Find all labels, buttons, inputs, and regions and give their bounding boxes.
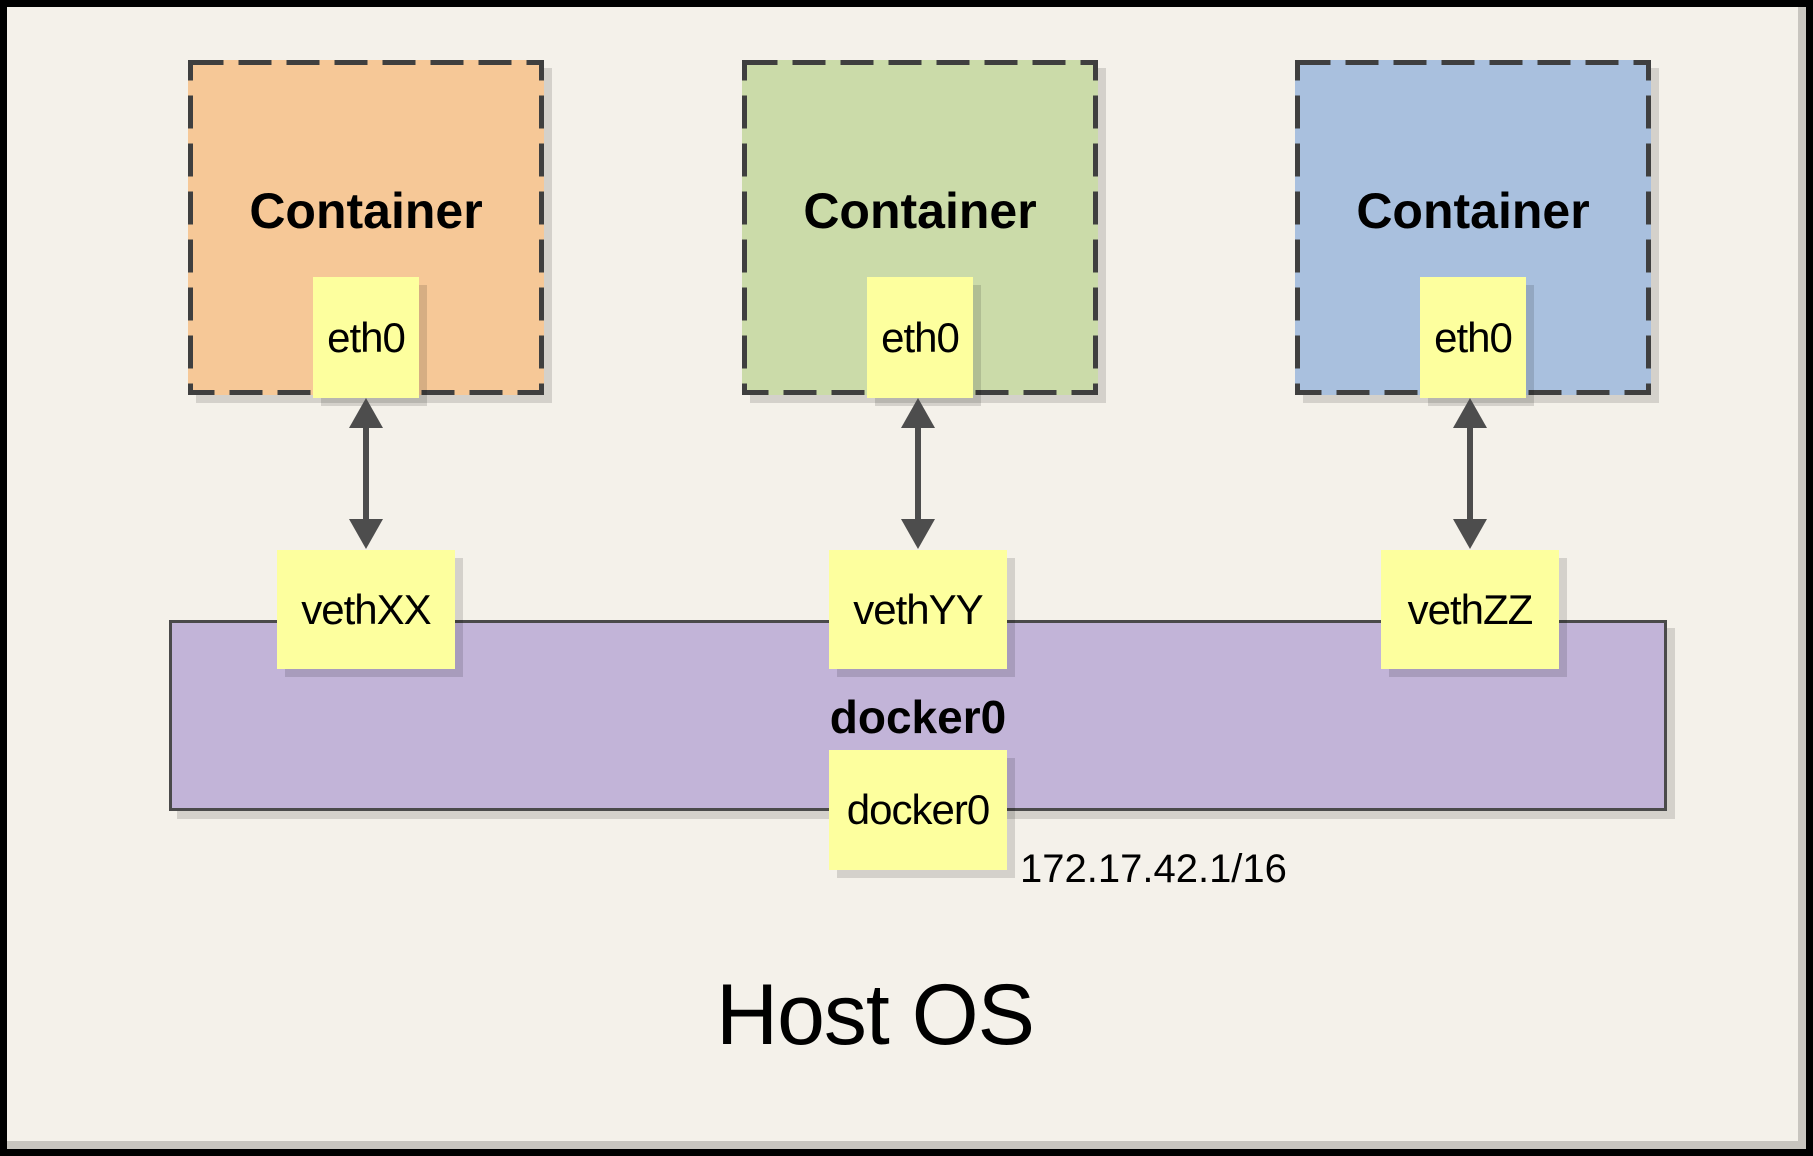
vethzz-box: vethZZ bbox=[1381, 550, 1559, 669]
dashed-border bbox=[742, 60, 1098, 395]
vethxx-box: vethXX bbox=[277, 550, 455, 669]
docker0-bridge-label: docker0 bbox=[829, 691, 1007, 743]
bidirectional-arrow-icon bbox=[349, 398, 383, 549]
container-box-2: Container eth0 bbox=[742, 60, 1098, 398]
dashed-border bbox=[1295, 60, 1651, 395]
container-1-eth0-label: eth0 bbox=[327, 313, 406, 361]
container-2-eth0-label: eth0 bbox=[881, 313, 960, 361]
container-3-eth0-box: eth0 bbox=[1420, 277, 1526, 398]
container-1-eth0-box: eth0 bbox=[313, 277, 419, 398]
vethxx-label: vethXX bbox=[301, 585, 431, 633]
container-2-eth0-box: eth0 bbox=[867, 277, 973, 398]
container-3-label: Container bbox=[1356, 182, 1590, 239]
vethzz-label: vethZZ bbox=[1407, 585, 1534, 633]
bridge-ip-label: 172.17.42.1/16 bbox=[1020, 847, 1287, 891]
container-3-eth0-label: eth0 bbox=[1434, 313, 1513, 361]
container-box-3: Container eth0 bbox=[1295, 60, 1651, 398]
bidirectional-arrow-icon bbox=[901, 398, 935, 549]
docker0-interface-label: docker0 bbox=[846, 786, 990, 833]
vethyy-box: vethYY bbox=[829, 550, 1007, 669]
host-os-label: Host OS bbox=[716, 967, 1035, 1063]
container-2-label: Container bbox=[803, 182, 1037, 239]
container-box-1: Container eth0 bbox=[188, 60, 544, 398]
container-1-label: Container bbox=[249, 182, 483, 239]
docker0-interface-box: docker0 bbox=[829, 750, 1007, 870]
vethyy-label: vethYY bbox=[853, 585, 983, 633]
dashed-border bbox=[188, 60, 544, 395]
bidirectional-arrow-icon bbox=[1453, 398, 1487, 549]
